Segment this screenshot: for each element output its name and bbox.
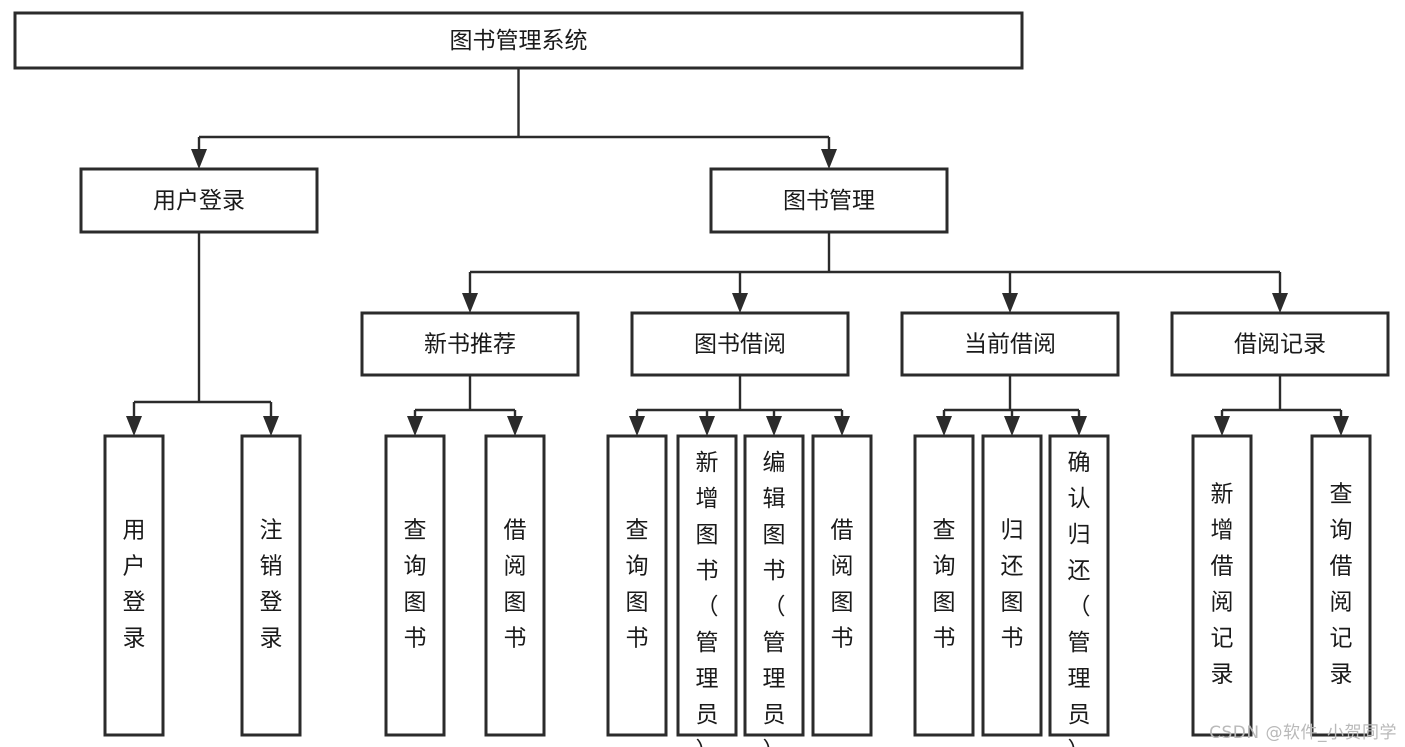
node-box[interactable] <box>1170 311 1390 377</box>
node-box[interactable] <box>384 434 446 737</box>
node-label: 借阅记录 <box>1234 332 1326 358</box>
arrow-head <box>1004 416 1020 436</box>
node-label: 查询借阅记录 <box>1330 482 1353 688</box>
connector-layer <box>126 68 1349 436</box>
node-label: 确认归还（管理员） <box>1068 450 1091 747</box>
node-label: 注销登录 <box>260 518 283 652</box>
node-label: 新增借阅记录 <box>1211 482 1234 688</box>
node-leaf-query-book-1[interactable]: 查询图书 <box>384 434 446 737</box>
arrow-head <box>629 416 645 436</box>
arrow-head <box>1214 416 1230 436</box>
node-box[interactable] <box>811 434 873 737</box>
node-label: 图书管理系统 <box>450 28 588 54</box>
node-label: 归还图书 <box>1001 518 1024 652</box>
node-box[interactable] <box>630 311 850 377</box>
node-leaf-query-book-3[interactable]: 查询图书 <box>913 434 975 737</box>
node-book-manage[interactable]: 图书管理 <box>709 167 949 234</box>
node-leaf-return-book[interactable]: 归还图书 <box>981 434 1043 737</box>
node-label: 查询图书 <box>404 518 427 652</box>
node-label: 借阅图书 <box>504 518 527 652</box>
node-label: 新书推荐 <box>424 332 516 358</box>
node-new-book-recommend[interactable]: 新书推荐 <box>360 311 580 377</box>
node-user-login[interactable]: 用户登录 <box>79 167 319 234</box>
node-label: 用户登录 <box>123 518 146 652</box>
node-box[interactable] <box>606 434 668 737</box>
node-label: 借阅图书 <box>831 518 854 652</box>
arrow-head <box>1333 416 1349 436</box>
arrow-head <box>191 149 207 169</box>
node-box[interactable] <box>676 434 738 737</box>
arrow-head <box>407 416 423 436</box>
node-label: 新增图书（管理员） <box>696 450 719 747</box>
node-box[interactable] <box>13 11 1024 70</box>
node-current-borrow[interactable]: 当前借阅 <box>900 311 1120 377</box>
node-leaf-user-logout[interactable]: 注销登录 <box>240 434 302 737</box>
node-label: 图书管理 <box>783 188 875 214</box>
node-box[interactable] <box>900 311 1120 377</box>
node-root-root[interactable]: 图书管理系统 <box>13 11 1024 70</box>
node-label: 查询图书 <box>626 518 649 652</box>
node-borrow-record[interactable]: 借阅记录 <box>1170 311 1390 377</box>
node-leaf-query-book-2[interactable]: 查询图书 <box>606 434 668 737</box>
node-box[interactable] <box>360 311 580 377</box>
node-leaf-borrow-book-2[interactable]: 借阅图书 <box>811 434 873 737</box>
node-label: 查询图书 <box>933 518 956 652</box>
arrow-head <box>1071 416 1087 436</box>
arrow-head <box>936 416 952 436</box>
node-leaf-add-record[interactable]: 新增借阅记录 <box>1191 434 1253 737</box>
node-box[interactable] <box>981 434 1043 737</box>
node-leaf-user-login[interactable]: 用户登录 <box>103 434 165 737</box>
node-box[interactable] <box>240 434 302 737</box>
node-box[interactable] <box>1048 434 1110 737</box>
node-leaf-edit-book[interactable]: 编辑图书（管理员） <box>743 434 805 747</box>
arrow-head <box>126 416 142 436</box>
node-layer: 图书管理系统用户登录图书管理新书推荐图书借阅当前借阅借阅记录用户登录注销登录查询… <box>13 11 1390 747</box>
node-box[interactable] <box>913 434 975 737</box>
node-leaf-borrow-book-1[interactable]: 借阅图书 <box>484 434 546 737</box>
node-box[interactable] <box>743 434 805 737</box>
arrow-head <box>834 416 850 436</box>
arrow-head <box>732 293 748 313</box>
arrow-head <box>699 416 715 436</box>
node-box[interactable] <box>79 167 319 234</box>
node-leaf-add-book[interactable]: 新增图书（管理员） <box>676 434 738 747</box>
node-box[interactable] <box>484 434 546 737</box>
node-label: 编辑图书（管理员） <box>763 450 786 747</box>
node-label: 当前借阅 <box>964 332 1056 358</box>
arrow-head <box>1272 293 1288 313</box>
arrow-head <box>1002 293 1018 313</box>
node-box[interactable] <box>1310 434 1372 737</box>
arrow-head <box>507 416 523 436</box>
node-box[interactable] <box>709 167 949 234</box>
node-leaf-confirm-return[interactable]: 确认归还（管理员） <box>1048 434 1110 747</box>
node-label: 用户登录 <box>153 188 245 214</box>
node-book-borrow[interactable]: 图书借阅 <box>630 311 850 377</box>
arrow-head <box>821 149 837 169</box>
node-leaf-query-record[interactable]: 查询借阅记录 <box>1310 434 1372 737</box>
node-box[interactable] <box>1191 434 1253 737</box>
arrow-head <box>766 416 782 436</box>
arrow-head <box>462 293 478 313</box>
node-box[interactable] <box>103 434 165 737</box>
node-label: 图书借阅 <box>694 332 786 358</box>
arrow-head <box>263 416 279 436</box>
